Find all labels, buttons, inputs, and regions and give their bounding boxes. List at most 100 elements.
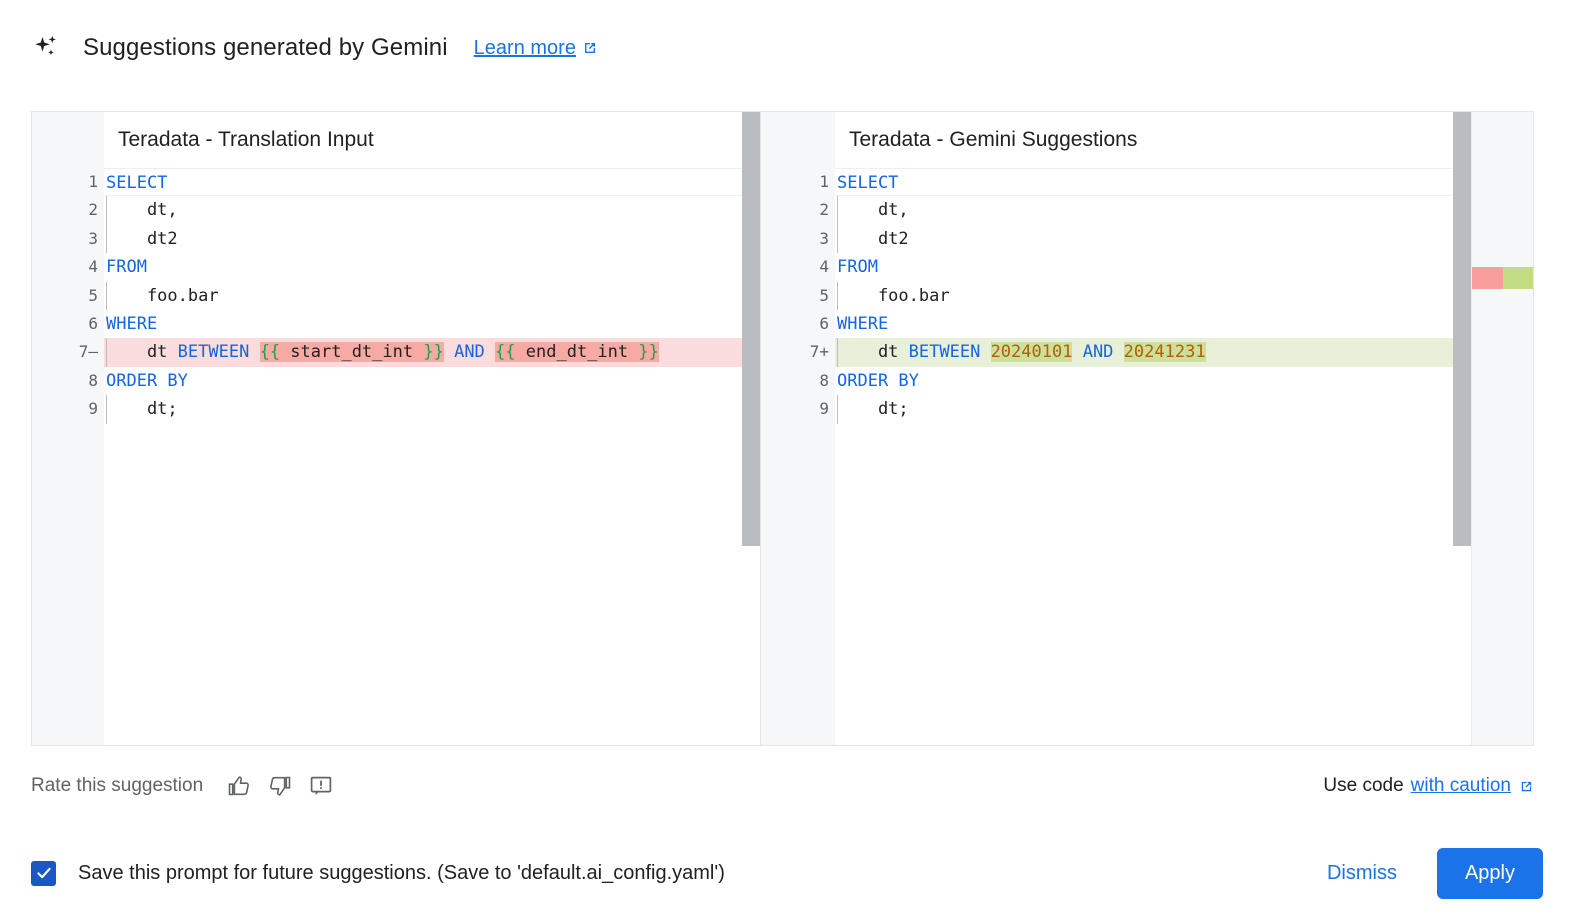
rate-icon-group (227, 774, 333, 798)
code-token: ORDER BY (106, 370, 188, 391)
code-line[interactable]: dt BETWEEN {{ start_dt_int }} AND {{ end… (104, 338, 760, 367)
code-token: SELECT (106, 173, 168, 193)
left-vertical-scrollbar[interactable] (742, 112, 760, 745)
external-link-icon (584, 43, 595, 53)
code-line[interactable]: foo.bar (104, 281, 760, 310)
line-number: 2 (88, 200, 98, 220)
code-token: dt, (106, 200, 178, 221)
line-number: 5 (88, 285, 98, 305)
code-line[interactable]: dt, (104, 196, 760, 225)
code-text: ORDER BY (835, 367, 919, 395)
rate-label: Rate this suggestion (31, 775, 204, 796)
code-line[interactable]: ORDER BY (835, 367, 1533, 395)
code-token: 20241231 (1123, 342, 1206, 363)
save-prompt-checkbox-row[interactable]: Save this prompt for future suggestions.… (31, 860, 725, 886)
code-token: dt2 (837, 228, 909, 249)
code-line[interactable]: dt2 (104, 224, 760, 254)
code-text: dt; (835, 395, 909, 423)
left-code-column[interactable]: Teradata - Translation Input SELECT dt, … (104, 112, 760, 745)
code-text: ORDER BY (104, 367, 188, 395)
with-caution-link[interactable]: with caution (1410, 775, 1511, 796)
line-number: 1 (88, 172, 98, 191)
code-line[interactable]: dt, (835, 196, 1533, 225)
code-text: dt BETWEEN {{ start_dt_int }} AND {{ end… (104, 338, 659, 366)
code-token: WHERE (106, 313, 158, 334)
code-text: dt; (104, 395, 178, 423)
line-number: 4 (819, 257, 829, 277)
code-token: foo.bar (106, 285, 219, 306)
thumb-up-icon[interactable] (227, 774, 251, 798)
indent-guide (106, 196, 107, 225)
code-line[interactable]: foo.bar (835, 281, 1533, 310)
code-token (249, 342, 259, 362)
code-token: dt; (106, 399, 178, 420)
code-token: {{ (495, 342, 516, 363)
code-line[interactable]: dt2 (835, 224, 1533, 254)
code-line[interactable]: FROM (835, 253, 1533, 281)
code-token: FROM (106, 257, 147, 278)
report-icon[interactable] (309, 774, 333, 798)
code-text: WHERE (104, 310, 157, 338)
right-pane-title: Teradata - Gemini Suggestions (849, 128, 1138, 151)
code-text: foo.bar (835, 282, 950, 310)
line-number: 8 (88, 370, 98, 390)
right-scrollbar-thumb[interactable] (1453, 112, 1471, 546)
code-line[interactable]: ORDER BY (104, 367, 760, 395)
line-number: 1 (819, 172, 829, 191)
sparkle-icon (35, 35, 56, 56)
overview-ruler[interactable] (1471, 112, 1533, 745)
line-number: 3 (819, 228, 829, 248)
learn-more-link[interactable]: Learn more (474, 37, 598, 60)
overview-deleted-marker[interactable] (1472, 267, 1503, 289)
line-number: 6 (819, 313, 829, 333)
code-token: dt; (837, 399, 909, 420)
code-line[interactable]: FROM (104, 253, 760, 281)
code-token: }} (423, 342, 444, 363)
code-token (980, 342, 990, 362)
line-number: 6 (88, 313, 98, 333)
left-scrollbar-thumb[interactable] (742, 112, 760, 546)
code-line[interactable]: WHERE (104, 310, 760, 338)
code-token: 20240101 (990, 342, 1073, 363)
code-token: BETWEEN (177, 342, 250, 363)
code-line[interactable]: SELECT (104, 168, 760, 197)
apply-button[interactable]: Apply (1436, 847, 1543, 899)
code-line[interactable]: dt; (104, 395, 760, 424)
external-link-icon[interactable] (1519, 779, 1534, 794)
thumb-down-icon[interactable] (268, 774, 292, 798)
bottom-action-bar: Save this prompt for future suggestions.… (0, 828, 1574, 918)
code-text: dt2 (835, 225, 909, 253)
right-code-column[interactable]: Teradata - Gemini Suggestions SELECT dt,… (835, 112, 1533, 745)
line-number: 9 (819, 399, 829, 419)
overview-added-marker[interactable] (1503, 267, 1533, 289)
code-line[interactable]: SELECT (835, 168, 1533, 197)
code-line[interactable]: WHERE (835, 310, 1533, 338)
code-line[interactable]: dt BETWEEN 20240101 AND 20241231 (835, 338, 1533, 367)
line-number: 5 (819, 285, 829, 305)
line-number: 7+ (809, 342, 829, 362)
check-icon (36, 867, 51, 879)
line-number: 9 (88, 399, 98, 419)
code-token: WHERE (837, 313, 889, 334)
code-token: dt (837, 342, 909, 363)
code-token: end_dt_int (515, 342, 639, 363)
right-vertical-scrollbar[interactable] (1453, 112, 1471, 745)
code-token (485, 342, 495, 362)
indent-guide (837, 338, 838, 367)
indent-guide (837, 224, 838, 254)
rate-suggestion-row: Rate this suggestion Use code with cauti… (31, 762, 1534, 810)
dismiss-button[interactable]: Dismiss (1313, 852, 1411, 895)
code-token: FROM (837, 257, 878, 278)
code-line[interactable]: dt; (835, 395, 1533, 424)
save-prompt-checkbox[interactable] (31, 860, 56, 886)
code-text: FROM (835, 253, 878, 281)
learn-more-label: Learn more (473, 36, 576, 59)
indent-guide (106, 338, 107, 367)
